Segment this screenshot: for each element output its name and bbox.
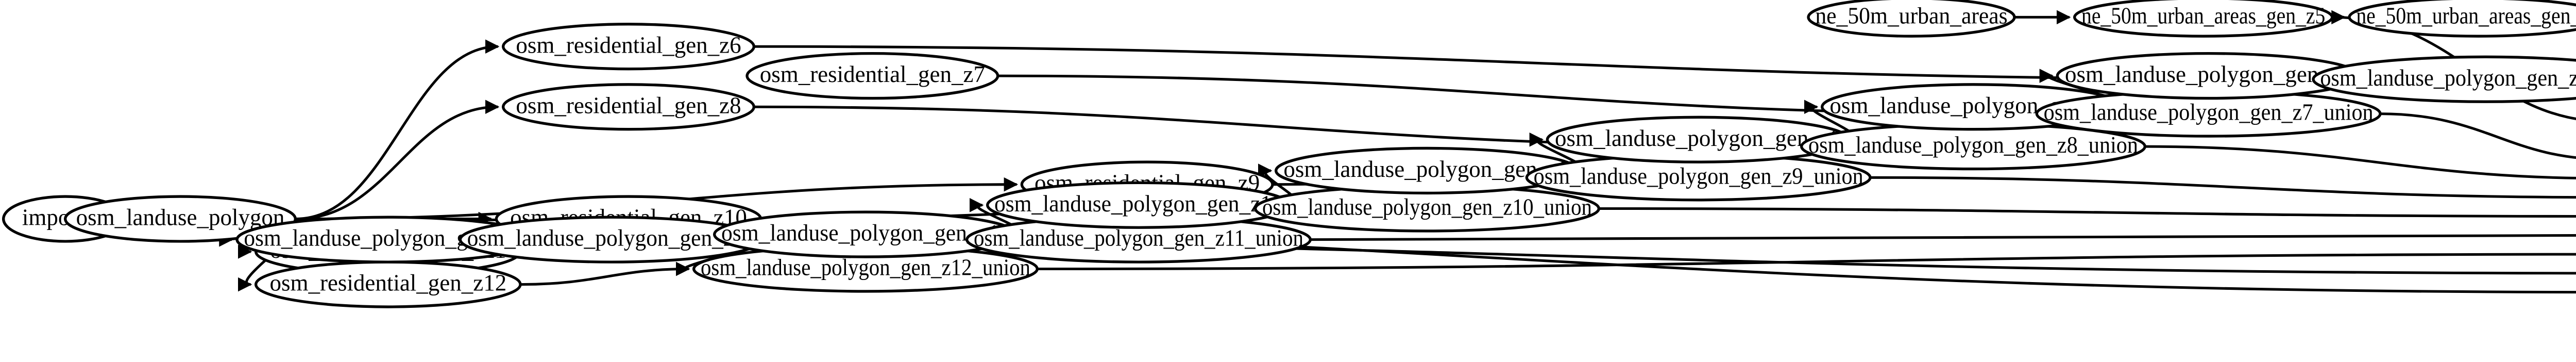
graph-node-osm_landuse_polygon_gen_z10_union[interactable]: osm_landuse_polygon_gen_z10_union xyxy=(1254,185,1600,233)
node-ellipse xyxy=(2073,0,2334,38)
graph-edge xyxy=(1310,234,2576,241)
graph-node-osm_landuse_polygon_gen_z11[interactable]: osm_landuse_polygon_gen_z11 xyxy=(713,210,1018,258)
node-label: osm_residential_gen_z6 xyxy=(516,32,741,58)
node-ellipse xyxy=(2348,0,2576,38)
graph-node-osm_landuse_polygon_gen_z6_union[interactable]: osm_landuse_polygon_gen_z6_union xyxy=(2312,55,2576,103)
node-ellipse xyxy=(1807,0,2016,38)
graph-node-osm_landuse_polygon_gen_z8[interactable]: osm_landuse_polygon_gen_z8 xyxy=(1546,116,1851,163)
node-ellipse xyxy=(502,83,755,131)
graph-edge xyxy=(1870,176,2576,199)
node-label: osm_landuse_polygon_gen_z6 xyxy=(2065,61,2352,87)
node-ellipse xyxy=(2312,55,2576,103)
node-label: osm_landuse_polygon_gen_z9_union xyxy=(1534,163,1863,189)
graph-edge xyxy=(1599,207,2576,218)
graph-edge xyxy=(754,45,2310,87)
graph-node-osm_residential_gen_z8[interactable]: osm_residential_gen_z8 xyxy=(502,83,755,131)
node-label: ne_50m_urban_areas xyxy=(1815,3,2007,28)
node-ellipse xyxy=(745,52,999,100)
graph-node-osm_landuse_polygon_gen_z11_union[interactable]: osm_landuse_polygon_gen_z11_union xyxy=(965,216,1312,264)
node-label: osm_landuse_polygon_gen_z8_union xyxy=(1808,132,2138,158)
graph-edge xyxy=(295,100,500,221)
graph-node-osm_landuse_polygon_gen_z7_union[interactable]: osm_landuse_polygon_gen_z7_union xyxy=(2035,90,2382,138)
node-label: osm_landuse_polygon_gen_z12_union xyxy=(701,254,1030,280)
graph-node-osm_landuse_polygon_gen_z12[interactable]: osm_landuse_polygon_gen_z12 xyxy=(459,216,764,264)
graph-node-ne_50m_urban_areas[interactable]: ne_50m_urban_areas xyxy=(1807,0,2016,38)
node-label: osm_landuse_polygon_gen_z7_union xyxy=(2044,100,2374,125)
node-label: osm_landuse_polygon_gen_z11 xyxy=(721,220,1010,246)
node-ellipse xyxy=(502,23,755,71)
node-label: osm_landuse_polygon_gen_z11_union xyxy=(974,225,1303,251)
graph-edge xyxy=(2145,145,2576,179)
node-label: osm_landuse_polygon_gen_z9 xyxy=(1283,156,1570,182)
graph-edge xyxy=(2380,112,2576,159)
graph-node-osm_landuse_polygon_gen_z9_union[interactable]: osm_landuse_polygon_gen_z9_union xyxy=(1525,154,1872,202)
node-label: osm_landuse_polygon_gen_z6_union xyxy=(2320,65,2576,91)
node-label: osm_landuse_polygon_gen_z12 xyxy=(467,225,756,251)
node-label: osm_residential_gen_z7 xyxy=(760,61,985,87)
graph-node-ne_50m_urban_areas_gen_z5[interactable]: ne_50m_urban_areas_gen_z5 xyxy=(2073,0,2334,38)
graph-node-osm_landuse_polygon_gen_z6[interactable]: osm_landuse_polygon_gen_z6 xyxy=(2056,52,2361,100)
graph-node-osm_landuse_polygon_gen_z12_union[interactable]: osm_landuse_polygon_gen_z12_union xyxy=(692,245,1039,293)
graph-node-osm_landuse_polygon[interactable]: osm_landuse_polygon xyxy=(64,195,297,243)
node-label: osm_landuse_polygon_gen_z10 xyxy=(994,191,1283,217)
node-label: osm_residential_gen_z12 xyxy=(269,270,506,296)
node-label: ne_50m_urban_areas_gen_z5 xyxy=(2081,3,2325,28)
node-label: osm_landuse_polygon_gen_z8 xyxy=(1555,125,1842,151)
node-label: osm_landuse_polygon_gen_z10_union xyxy=(1262,194,1592,220)
graph-edge xyxy=(295,39,500,221)
graph-node-osm_residential_gen_z12[interactable]: osm_residential_gen_z12 xyxy=(255,260,522,308)
graph-node-osm_landuse_polygon_gen_z10[interactable]: osm_landuse_polygon_gen_z10 xyxy=(986,181,1291,229)
graph-node-ne_50m_urban_areas_gen_z4[interactable]: ne_50m_urban_areas_gen_z4 xyxy=(2348,0,2576,38)
graph-node-osm_residential_gen_z7[interactable]: osm_residential_gen_z7 xyxy=(745,52,999,100)
node-label: osm_residential_gen_z8 xyxy=(516,92,741,118)
graph-edge xyxy=(1037,253,2576,270)
graph-edge xyxy=(520,261,690,286)
node-ellipse xyxy=(64,195,297,243)
nodes-layer: imposm3osm_landuse_polygonosm_residentia… xyxy=(2,0,2576,308)
node-label: osm_landuse_polygon xyxy=(76,205,285,231)
graph-node-osm_residential_gen_z6[interactable]: osm_residential_gen_z6 xyxy=(502,23,755,71)
node-label: ne_50m_urban_areas_gen_z4 xyxy=(2356,3,2576,28)
